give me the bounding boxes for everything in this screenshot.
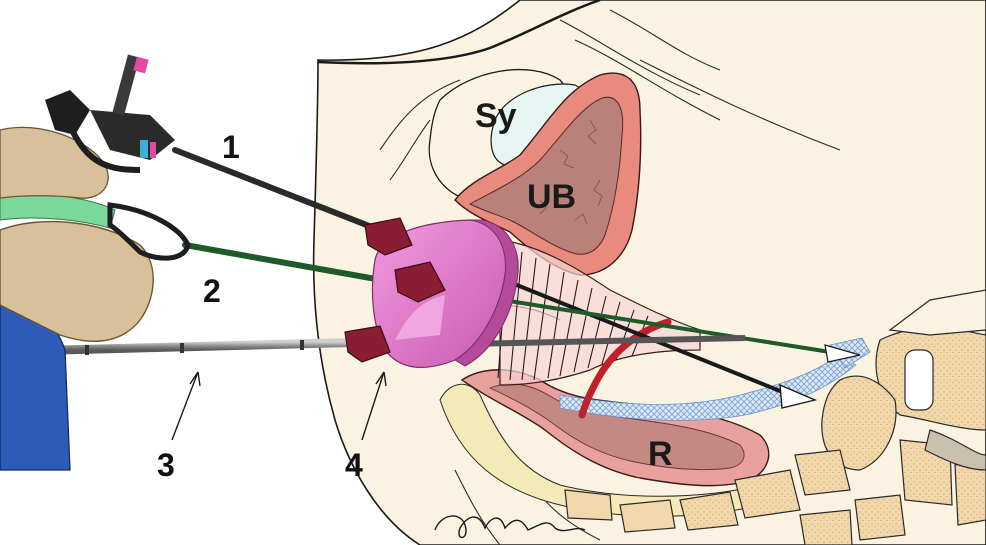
label-3: 3 — [157, 447, 175, 483]
abdominal-wall-line — [317, 0, 601, 65]
trocar-cap-1 — [364, 217, 413, 256]
bladder-texture — [539, 119, 603, 225]
organ-label-rectum: R — [648, 435, 673, 473]
label-4: 4 — [345, 447, 363, 483]
surgeon-glove-lower — [0, 220, 154, 342]
surgeon-glove-upper — [0, 126, 109, 199]
trocar-caps — [344, 217, 446, 363]
artist-signature — [434, 515, 586, 539]
organ-label-symphysis: Sy — [475, 97, 517, 135]
pelvic-floor — [439, 383, 761, 517]
bladder-lumen — [468, 96, 624, 255]
pointer-arrows — [171, 371, 387, 441]
label-1: 1 — [222, 129, 240, 165]
label-2: 2 — [203, 273, 221, 309]
arrowhead-1 — [779, 383, 818, 409]
organ-label-bladder: UB — [527, 178, 576, 216]
port-disc — [371, 219, 519, 369]
laparoscope-handle — [45, 54, 175, 173]
trocar-cap-2 — [394, 261, 446, 303]
sacrum-spine — [564, 289, 986, 545]
arrowhead-2 — [824, 344, 861, 363]
trocar-cap-3 — [344, 325, 391, 363]
grasper-handle — [107, 202, 191, 261]
suture — [578, 318, 672, 419]
